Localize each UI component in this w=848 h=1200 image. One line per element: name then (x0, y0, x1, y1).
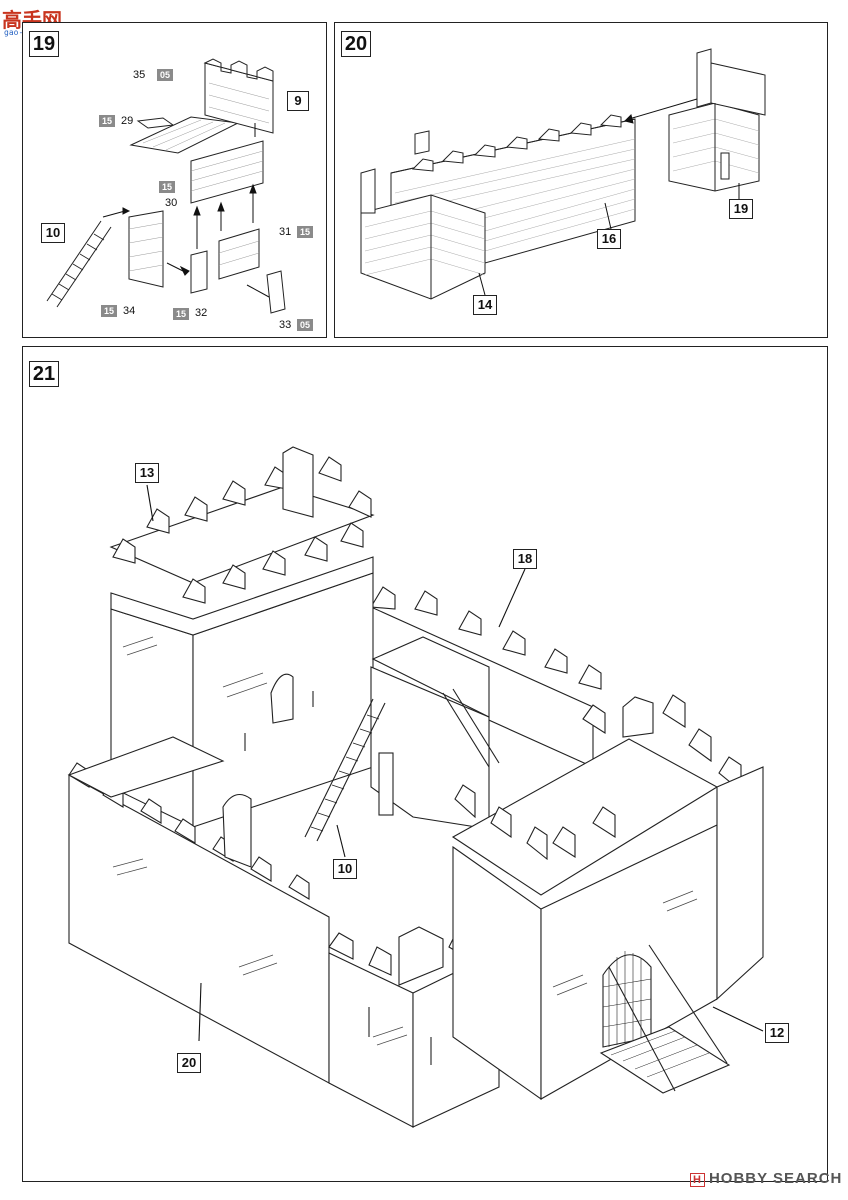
part-34-tag: 15 (101, 305, 118, 317)
part-12-callout: 12 (765, 1023, 789, 1043)
part-35-label: 35 (133, 69, 146, 81)
step-19-drawing (46, 58, 286, 314)
part-31-label: 31 (279, 226, 292, 238)
part-18-callout: 18 (513, 549, 537, 569)
step-21-number: 21 (29, 361, 59, 387)
step-20-number: 20 (341, 31, 371, 57)
part-14-callout: 14 (473, 295, 497, 315)
part-35-tag: 05 (157, 69, 174, 81)
step-20-drawing (360, 48, 766, 300)
part-32-label: 32 (195, 307, 208, 319)
hobby-search-brand: H (690, 1173, 705, 1187)
part-10-callout-step21: 10 (333, 859, 357, 879)
part-13-callout: 13 (135, 463, 159, 483)
part-33-label: 33 (279, 319, 292, 331)
part-30-label: 30 (165, 197, 178, 209)
part-16-callout: 16 (597, 229, 621, 249)
step-21-panel: 21 13 18 10 20 12 (22, 346, 828, 1182)
part-20-callout: 20 (177, 1053, 201, 1073)
part-34-label: 34 (123, 305, 136, 317)
step-20-panel: 20 14 16 19 (334, 22, 828, 338)
step-19-number: 19 (29, 31, 59, 57)
part-29-label: 29 (121, 115, 134, 127)
part-32-tag: 15 (173, 308, 190, 320)
part-29-tag: 15 (99, 115, 116, 127)
part-30-tag: 15 (159, 181, 176, 193)
part-33-tag: 05 (297, 319, 314, 331)
step-19-panel: 19 35 05 15 29 9 15 30 10 31 15 15 34 15… (22, 22, 327, 338)
hobby-search-text: HOBBY SEARCH (708, 1170, 843, 1187)
part-31-tag: 15 (297, 226, 314, 238)
part-10-callout: 10 (41, 223, 65, 243)
part-9-callout: 9 (287, 91, 309, 111)
step-21-drawing (67, 446, 764, 1128)
part-19-callout: 19 (729, 199, 753, 219)
